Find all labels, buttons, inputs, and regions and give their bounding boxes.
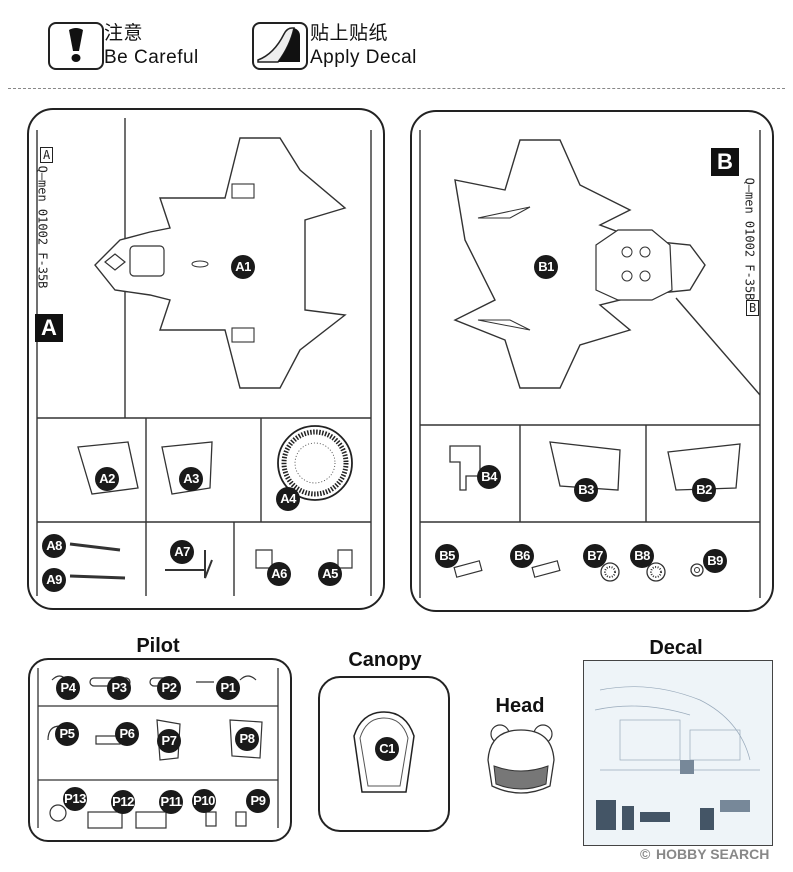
part-p7-label: P7 — [157, 729, 181, 753]
part-p2-label: P2 — [157, 676, 181, 700]
watermark-brand: HOBBY SEARCH — [656, 846, 770, 862]
part-a9-label: A9 — [42, 568, 66, 592]
part-b7-label: B7 — [583, 544, 607, 568]
decal-title: Decal — [649, 637, 703, 659]
part-b1-label: B1 — [534, 255, 558, 279]
part-b5-label: B5 — [435, 544, 459, 568]
pilot-title: Pilot — [136, 635, 180, 657]
part-b2-label: B2 — [692, 478, 716, 502]
frame-a-letter: A — [35, 314, 63, 342]
part-p1-label: P1 — [216, 676, 240, 700]
section-divider — [8, 88, 785, 89]
frame-b-tag: B — [746, 300, 760, 316]
decal-peel-icon — [252, 22, 308, 70]
part-p13-label: P13 — [63, 787, 87, 811]
part-p6-label: P6 — [115, 722, 139, 746]
part-a1-label: A1 — [231, 255, 255, 279]
part-p3-label: P3 — [107, 676, 131, 700]
part-p12-label: P12 — [111, 790, 135, 814]
careful-label-en: Be Careful — [104, 47, 199, 68]
frame-a-tag: A — [40, 147, 54, 163]
part-b6-label: B6 — [510, 544, 534, 568]
part-p5-label: P5 — [55, 722, 79, 746]
part-p9-label: P9 — [246, 789, 270, 813]
canopy-title: Canopy — [348, 649, 422, 671]
decal-label-en: Apply Decal — [310, 47, 417, 68]
part-a5-label: A5 — [318, 562, 342, 586]
part-b9-label: B9 — [703, 549, 727, 573]
part-p11-label: P11 — [159, 790, 183, 814]
part-p10-label: P10 — [192, 789, 216, 813]
careful-label-cn: 注意 — [104, 23, 144, 44]
watermark-copyright: © — [640, 846, 651, 862]
part-b4-label: B4 — [477, 465, 501, 489]
part-c1-label: C1 — [375, 737, 399, 761]
part-b8-label: B8 — [630, 544, 654, 568]
part-a2-label: A2 — [95, 467, 119, 491]
part-a3-label: A3 — [179, 467, 203, 491]
part-b3-label: B3 — [574, 478, 598, 502]
part-p8-label: P8 — [235, 727, 259, 751]
frame-b-letter: B — [711, 148, 739, 176]
warning-exclamation-icon — [48, 22, 104, 70]
decal-label-cn: 贴上贴纸 — [310, 23, 389, 44]
part-p4-label: P4 — [56, 676, 80, 700]
part-a6-label: A6 — [267, 562, 291, 586]
head-title: Head — [495, 695, 545, 717]
part-a4-label: A4 — [276, 487, 300, 511]
part-a7-label: A7 — [170, 540, 194, 564]
part-a8-label: A8 — [42, 534, 66, 558]
